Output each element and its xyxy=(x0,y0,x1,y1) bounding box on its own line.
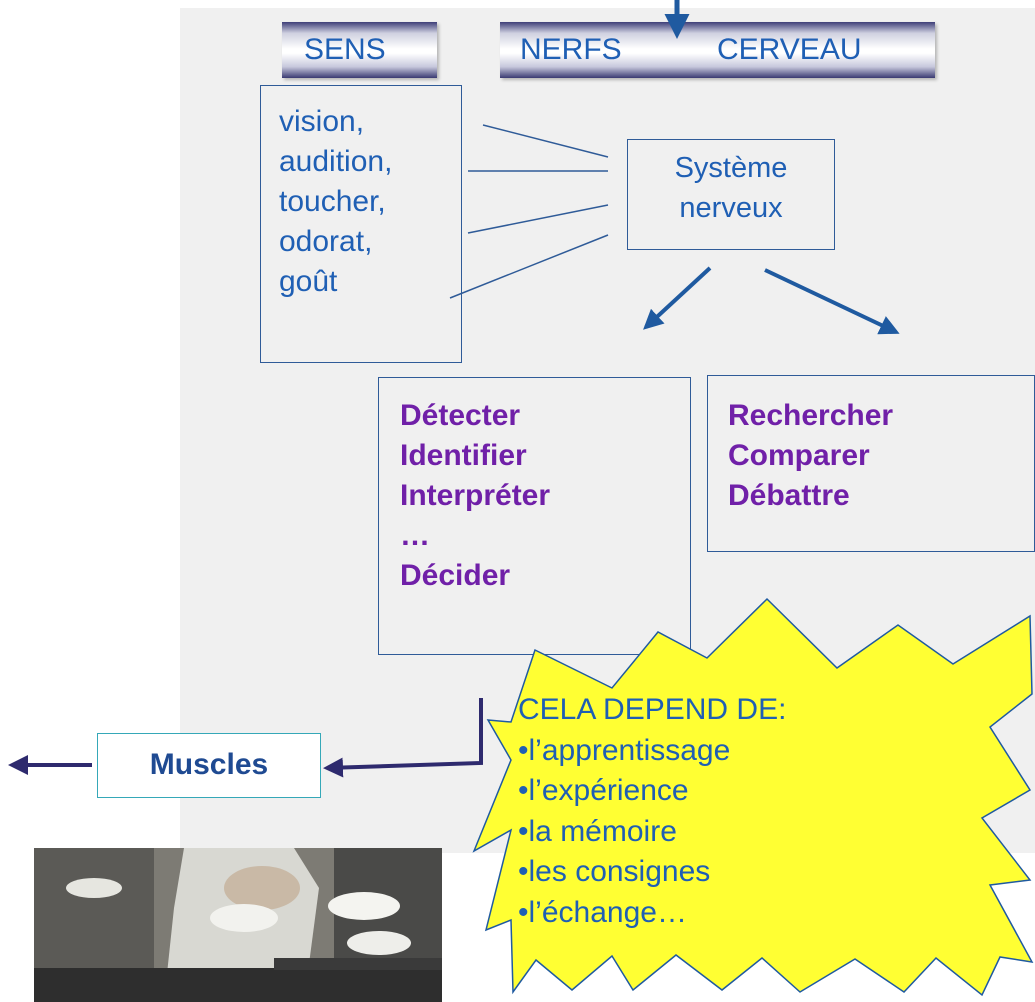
arrow-to-left-actions xyxy=(643,266,712,330)
sense-item: odorat, xyxy=(279,225,373,258)
bubble-item: •l’expérience xyxy=(518,774,689,807)
bubble-item: •les consignes xyxy=(518,855,711,888)
sense-item: goût xyxy=(279,265,338,298)
action-item: Débattre xyxy=(728,479,850,512)
explosion-bubble xyxy=(472,597,1034,997)
sense-item: audition, xyxy=(279,145,393,178)
senses-box: vision, audition, toucher, odorat, goût xyxy=(260,85,462,363)
action-item: Rechercher xyxy=(728,399,894,432)
nervous-system-box: Système nerveux xyxy=(627,139,835,250)
header-sens-label: SENS xyxy=(304,33,386,66)
sense-connector xyxy=(467,204,609,234)
bubble-item: •l’échange… xyxy=(518,895,687,929)
worker-photo-illustration xyxy=(34,848,442,1002)
arrow-to-right-actions xyxy=(764,268,900,335)
action-item: Décider xyxy=(400,559,511,592)
muscles-box: Muscles xyxy=(97,733,321,798)
arrow-to-muscles xyxy=(323,698,483,778)
actions-left-box: Détecter Identifier Interpréter … Décide… xyxy=(378,377,691,655)
action-item: … xyxy=(400,519,430,552)
sense-connector xyxy=(482,124,609,158)
header-cerveau-label: CERVEAU xyxy=(717,33,862,66)
bubble-item: •l’apprentissage xyxy=(518,733,731,767)
sense-item: toucher, xyxy=(279,185,386,218)
action-item: Identifier xyxy=(400,439,527,472)
sense-item: vision, xyxy=(279,105,365,138)
header-sens: SENS xyxy=(282,22,437,78)
action-item: Interpréter xyxy=(400,479,551,512)
actions-right-box: Rechercher Comparer Débattre xyxy=(707,375,1035,552)
action-item: Détecter xyxy=(400,399,521,432)
bubble-text: CELA DEPEND DE: •l’apprentissage •l’expé… xyxy=(518,690,786,933)
header-nerfs-label: NERFS xyxy=(520,33,622,66)
bubble-title: CELA DEPEND DE: xyxy=(518,693,787,726)
nervous-system-line2: nerveux xyxy=(679,192,783,224)
action-item: Comparer xyxy=(728,439,870,472)
bubble-item: •la mémoire xyxy=(518,814,677,848)
header-nerfs-cerveau: NERFS CERVEAU xyxy=(500,22,935,78)
nervous-system-line1: Système xyxy=(674,152,788,184)
sense-connector xyxy=(449,234,609,299)
worker-photo xyxy=(34,848,442,1002)
